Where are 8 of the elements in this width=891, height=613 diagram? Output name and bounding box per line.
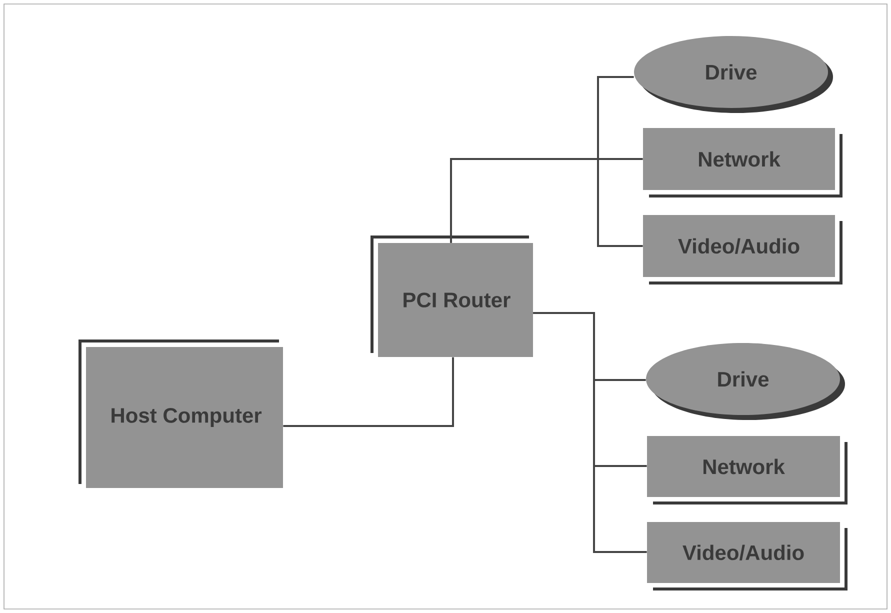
device-box: Network (647, 436, 848, 504)
device-box: Video/Audio (647, 522, 848, 590)
device-box: Network (643, 128, 842, 198)
router-box: PCI Router (370, 236, 533, 357)
connector-line (533, 312, 647, 553)
connector-line (283, 357, 454, 427)
computer-box: Host Computer (78, 340, 283, 488)
device-box: Video/Audio (643, 215, 842, 284)
